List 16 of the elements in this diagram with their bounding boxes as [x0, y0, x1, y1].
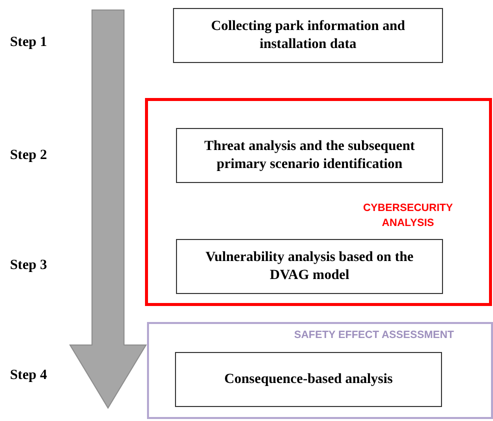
group-frame — [145, 98, 492, 306]
step-label: Step 3 — [10, 258, 47, 274]
box-text: Vulnerability analysis based on the DVAG model — [204, 249, 414, 284]
process-box — [175, 352, 442, 407]
process-box — [173, 8, 443, 63]
step-label: Step 1 — [10, 35, 47, 51]
group-title: CYBERSECURITY ANALYSIS — [362, 201, 454, 230]
box-text: Threat analysis and the subsequent primary scenario identification — [203, 138, 416, 173]
box-text: Consequence-based analysis — [224, 370, 393, 388]
group-frame — [147, 322, 493, 419]
process-box — [176, 239, 443, 294]
step-label: Step 4 — [10, 368, 47, 384]
box-text: Collecting park information and installation data — [210, 18, 406, 53]
step-label: Step 2 — [10, 148, 47, 164]
process-box — [176, 128, 443, 183]
group-title: SAFETY EFFECT ASSESSMENT — [293, 328, 455, 343]
